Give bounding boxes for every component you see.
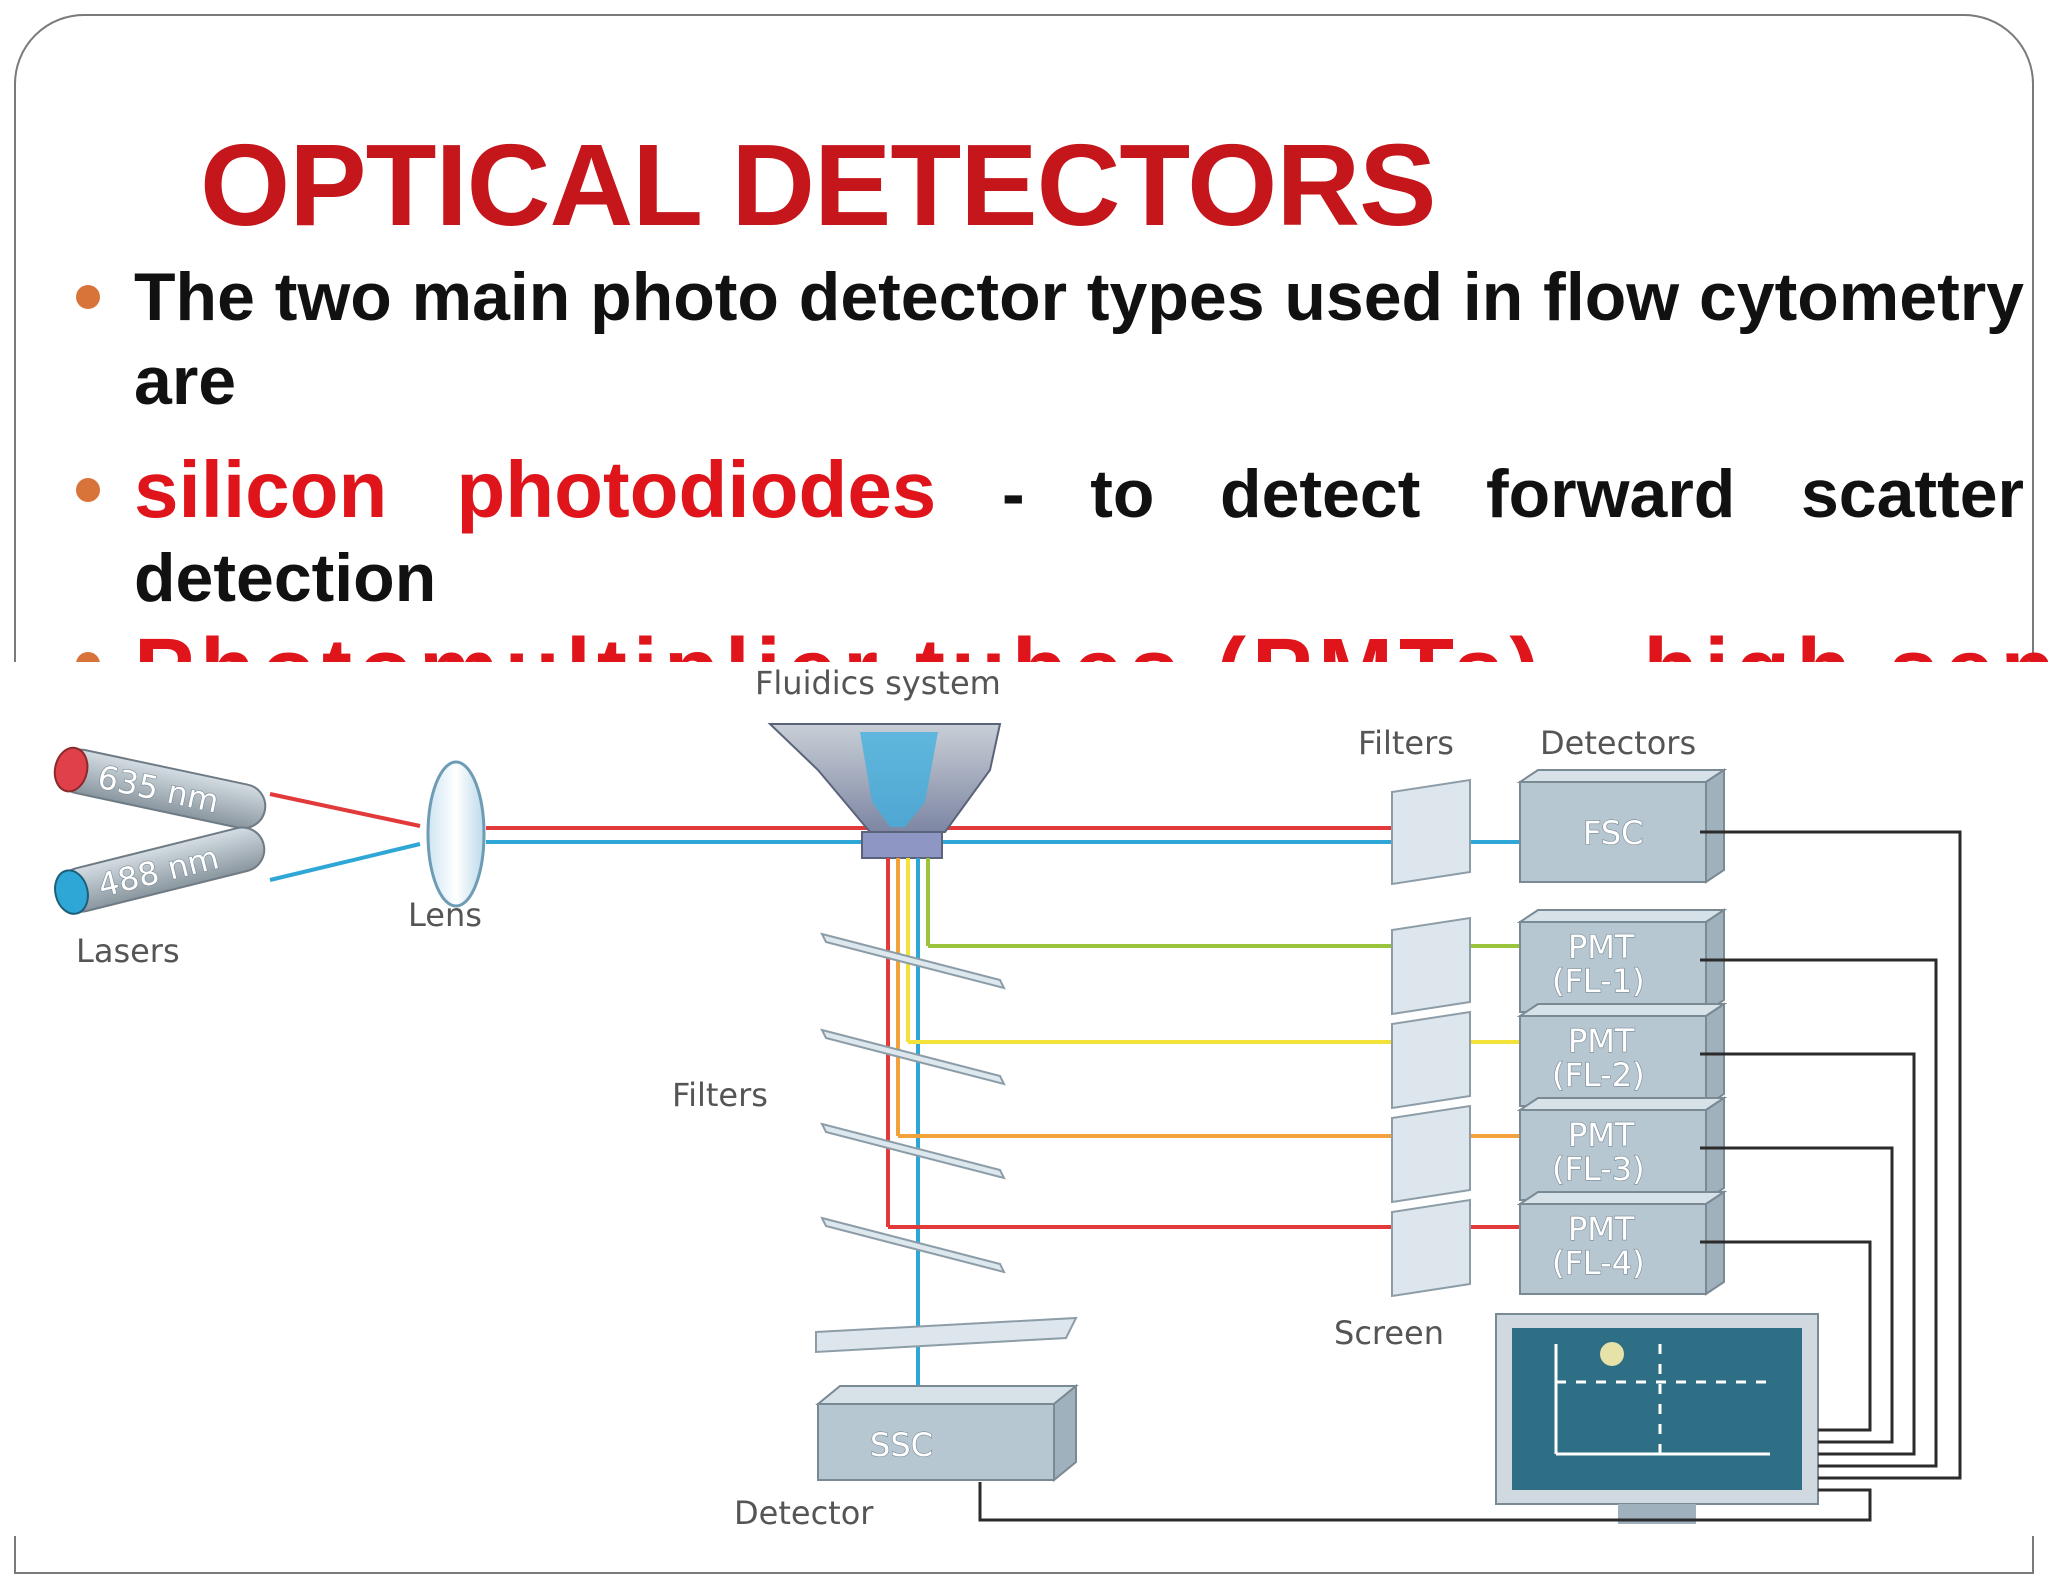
- ssc-filter: [815, 1316, 1078, 1354]
- fsc-detector: FSC: [1516, 768, 1728, 884]
- detector-filters: [1391, 778, 1471, 1298]
- pmt-fl1: PMT (FL-1): [1516, 908, 1728, 1014]
- filters-top-label: Filters: [1358, 724, 1454, 762]
- detectors-label: Detectors: [1540, 724, 1696, 762]
- bullet-1-text: The two main photo detector types used i…: [134, 259, 2024, 419]
- blue-beam-in: [269, 842, 421, 882]
- bullet-2-rest: - to detect forward scatter detection: [134, 456, 2024, 616]
- lens: [426, 760, 486, 908]
- bullet-3-cropped: Photomultiplier tubes (PMTs) - high sens…: [0, 630, 2048, 662]
- pmt-fl1-line2: (FL-1): [1552, 962, 1645, 1000]
- pmt-fl4: PMT (FL-4): [1516, 1190, 1728, 1296]
- bullet-dot: [76, 652, 100, 662]
- detector-label: Detector: [734, 1494, 874, 1532]
- pmt-fl1-line1: PMT: [1568, 928, 1635, 966]
- diagram-svg: Fluidics system Filters Detectors 635 nm…: [53, 664, 1962, 1532]
- pmt-fl2-line2: (FL-2): [1552, 1056, 1645, 1094]
- slide-title: OPTICAL DETECTORS: [200, 120, 1436, 250]
- filters-mid-label: Filters: [672, 1076, 768, 1114]
- bullet-2-highlight: silicon photodiodes: [134, 445, 937, 534]
- pmt-fl3: PMT (FL-3): [1516, 1096, 1728, 1202]
- fluidics-system-label: Fluidics system: [755, 664, 1001, 702]
- pmt-fl4-line1: PMT: [1568, 1210, 1635, 1248]
- dichroic-filters: [820, 932, 1006, 1274]
- lasers-label: Lasers: [76, 932, 180, 970]
- fluidics-funnel: [767, 723, 1002, 859]
- screen-label: Screen: [1334, 1314, 1444, 1352]
- lens-label: Lens: [408, 896, 482, 934]
- pmt-fl2-line1: PMT: [1568, 1022, 1635, 1060]
- laser-635: 635 nm: [53, 746, 267, 830]
- flow-cytometer-diagram: Fluidics system Filters Detectors 635 nm…: [0, 662, 2048, 1536]
- laser-488: 488 nm: [54, 826, 266, 915]
- bullet-3-text: Photomultiplier tubes (PMTs) - high sens…: [134, 630, 2048, 662]
- ssc-detector: SSC: [815, 1383, 1079, 1483]
- bullet-dot: [76, 478, 100, 502]
- signal-wires: [978, 830, 1962, 1522]
- red-beam-in: [269, 792, 421, 828]
- ssc-label: SSC: [870, 1426, 933, 1464]
- bullet-2-text: silicon photodiodes - to detect forward …: [134, 448, 2024, 620]
- screen-monitor: [1495, 1313, 1819, 1524]
- pmt-fl2: PMT (FL-2): [1516, 1002, 1728, 1108]
- fsc-label: FSC: [1583, 814, 1644, 852]
- pmt-fl4-line2: (FL-4): [1552, 1244, 1645, 1282]
- pmt-fl3-line2: (FL-3): [1552, 1150, 1645, 1188]
- pmt-fl3-line1: PMT: [1568, 1116, 1635, 1154]
- bullet-dot: [76, 285, 100, 309]
